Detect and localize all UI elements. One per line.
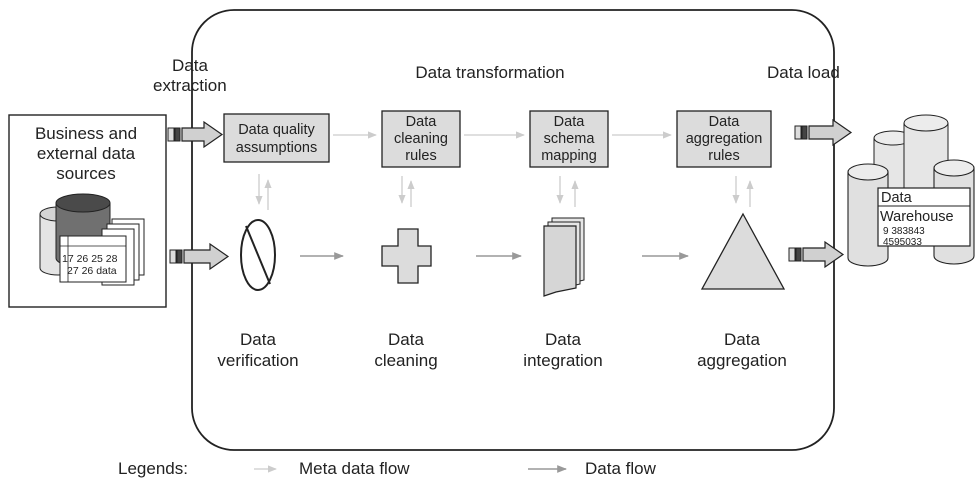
database-sources-icon — [39, 193, 145, 286]
cleaning-cross-icon — [381, 228, 432, 284]
step-verification-line1: Data — [240, 330, 276, 349]
rule-box-aggregation-line2: aggregation — [686, 131, 763, 147]
warehouse-numbers-line1: 9 383843 — [883, 226, 925, 237]
rule-box-cleaning-line3: rules — [405, 148, 436, 164]
rule-box-schema-mapping: Data schema mapping — [529, 110, 609, 168]
extraction-label-line2: extraction — [153, 76, 227, 95]
rule-box-schema-mapping-line1: Data — [554, 114, 586, 130]
source-box-line2: external data — [37, 144, 136, 163]
step-verification-line2: verification — [217, 351, 298, 370]
legend-data-label: Data flow — [585, 459, 657, 478]
source-numbers-line1: 17 26 25 28 — [62, 253, 118, 265]
step-integration-line2: integration — [523, 351, 602, 370]
load-arrow-bottom — [788, 240, 845, 269]
warehouse-subtitle: Warehouse — [880, 209, 954, 225]
rule-box-data-quality: Data quality assumptions — [223, 113, 330, 163]
extraction-label-line1: Data — [172, 56, 208, 75]
data-warehouse-icon — [847, 114, 975, 267]
meta-flow-vertical-3 — [556, 176, 579, 207]
rule-box-cleaning: Data cleaning rules — [381, 110, 461, 168]
source-box-line3: sources — [56, 164, 116, 183]
transformation-container — [191, 9, 835, 451]
meta-flow-vertical-4 — [732, 176, 754, 207]
rule-box-data-quality-line2: assumptions — [236, 140, 317, 156]
rule-box-schema-mapping-line2: schema — [544, 131, 596, 147]
load-arrow-top — [794, 118, 853, 147]
step-aggregation-line2: aggregation — [697, 351, 787, 370]
extraction-arrow-top — [167, 120, 224, 149]
meta-flow-vertical-2 — [398, 176, 415, 207]
legend-meta-label: Meta data flow — [299, 459, 410, 478]
rule-box-aggregation-line1: Data — [709, 114, 741, 130]
step-cleaning-line1: Data — [388, 330, 424, 349]
step-cleaning-line2: cleaning — [374, 351, 437, 370]
rule-box-data-quality-line1: Data quality — [238, 122, 315, 138]
rule-box-cleaning-line1: Data — [406, 114, 438, 130]
warehouse-title: Data — [881, 190, 913, 206]
source-numbers-line2: 27 26 data — [67, 265, 117, 277]
rule-box-cleaning-line2: cleaning — [394, 131, 448, 147]
rule-box-schema-mapping-line3: mapping — [541, 148, 597, 164]
rule-box-aggregation: Data aggregation rules — [676, 110, 772, 168]
verification-icon — [240, 219, 276, 291]
load-label: Data load — [767, 63, 840, 82]
step-aggregation-line1: Data — [724, 330, 760, 349]
integration-documents-icon — [543, 217, 585, 297]
transformation-label: Data transformation — [415, 63, 564, 82]
extraction-arrow-bottom — [169, 242, 230, 271]
warehouse-numbers-line2: 4595033 — [883, 237, 922, 248]
step-integration-line1: Data — [545, 330, 581, 349]
meta-flow-vertical-1 — [255, 174, 272, 210]
source-box-line1: Business and — [35, 124, 137, 143]
legend-title: Legends: — [118, 459, 188, 478]
rule-box-aggregation-line3: rules — [708, 148, 739, 164]
aggregation-triangle-icon — [700, 212, 786, 290]
